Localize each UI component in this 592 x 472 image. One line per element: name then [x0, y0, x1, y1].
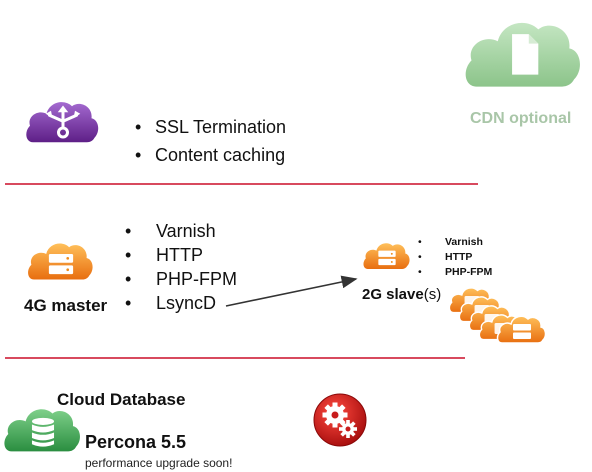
list-item: LsyncD	[125, 291, 237, 315]
list-item: PHP-FPM	[125, 267, 237, 291]
list-item: SSL Termination	[135, 113, 286, 141]
cdn-document-cloud-icon	[465, 22, 580, 87]
cdn-label: CDN optional	[470, 110, 572, 127]
database-note: performance upgrade soon!	[85, 456, 233, 470]
server-cloud-icon	[363, 243, 410, 269]
slave-service-list: Varnish HTTP PHP-FPM	[418, 235, 492, 280]
load-balancer-feature-list: SSL Termination Content caching	[135, 113, 286, 169]
master-label: 4G master	[24, 296, 108, 315]
server-cloud-icon	[28, 243, 93, 280]
list-item: Varnish	[125, 219, 237, 243]
list-item: HTTP	[418, 250, 492, 265]
list-item: HTTP	[125, 243, 237, 267]
database-cloud-icon	[4, 409, 81, 452]
slave-label-suffix: (s)	[423, 286, 442, 303]
list-item: PHP-FPM	[418, 265, 492, 280]
list-item: Content caching	[135, 141, 286, 169]
database-version: Percona 5.5	[85, 432, 187, 452]
server-cloud-icon	[496, 315, 547, 344]
gears-icon	[313, 393, 367, 447]
slave-label: 2G slave(s)	[362, 286, 441, 303]
slave-cloud-stack	[448, 287, 547, 344]
master-service-list: Varnish HTTP PHP-FPM LsyncD	[125, 219, 237, 315]
database-title: Cloud Database	[57, 390, 186, 409]
slave-label-text: 2G slave	[362, 286, 424, 303]
top-divider	[5, 183, 478, 185]
load-balancer-cloud-icon	[26, 102, 99, 143]
list-item: Varnish	[418, 235, 492, 250]
bottom-divider	[5, 357, 465, 359]
